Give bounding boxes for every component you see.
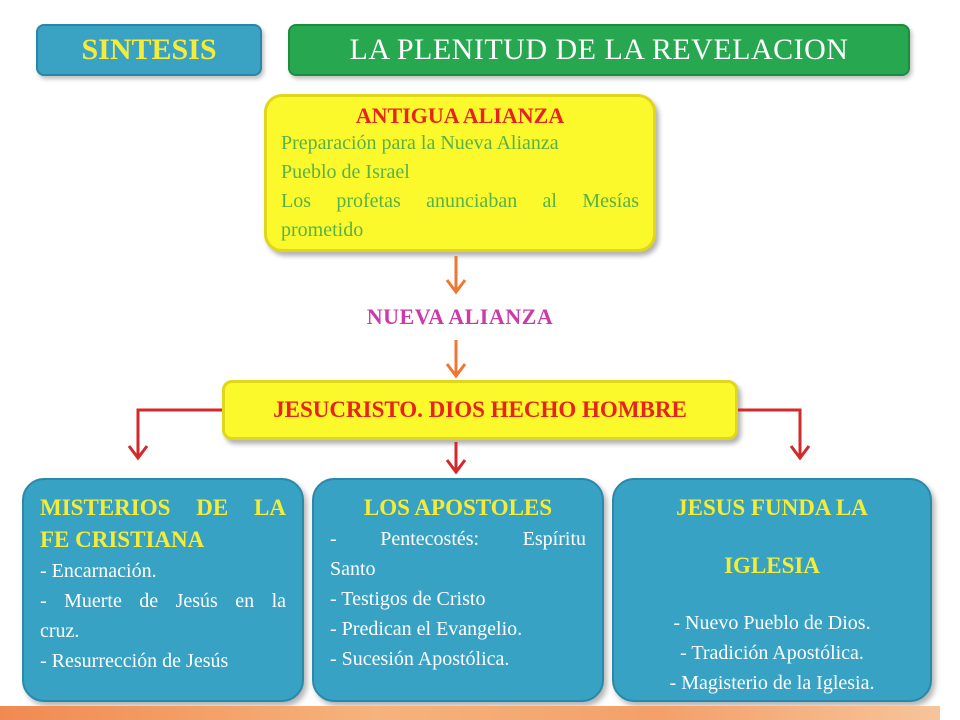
card-item: - Resurrección de Jesús xyxy=(40,650,229,672)
card-title: LOS APOSTOLES xyxy=(363,495,553,520)
card-item: - Tradición Apostólica. xyxy=(680,642,864,664)
card-title: JESUS FUNDA LA xyxy=(676,495,868,520)
jesucristo-box: JESUCRISTO. DIOS HECHO HOMBRE xyxy=(222,380,738,440)
arrow-nueva-to-jesucristo xyxy=(445,340,467,379)
decorative-bottom-strip xyxy=(0,706,940,720)
antigua-item: Preparación para la Nueva Alianza xyxy=(281,132,559,154)
synthesis-label: SINTESIS xyxy=(36,24,262,76)
card-item: cruz. xyxy=(40,620,80,642)
title-banner: LA PLENITUD DE LA REVELACION xyxy=(288,24,910,76)
card-misterios: MISTERIOS DE LA FE CRISTIANA - Encarnaci… xyxy=(22,478,304,702)
page-title: LA PLENITUD DE LA REVELACION xyxy=(349,33,849,66)
antigua-item: Los profetas anunciaban al Mesías xyxy=(281,190,639,212)
card-apostoles: LOS APOSTOLES - Pentecostés: Espíritu Sa… xyxy=(312,478,604,702)
card-title: FE CRISTIANA xyxy=(40,527,205,552)
card-item: - Muerte de Jesús en la xyxy=(40,590,286,612)
nueva-alianza-label: NUEVA ALIANZA xyxy=(366,304,554,329)
card-item: - Sucesión Apostólica. xyxy=(330,648,510,670)
card-title: IGLESIA xyxy=(724,553,820,578)
card-item: - Predican el Evangelio. xyxy=(330,618,523,640)
arrow-to-iglesia xyxy=(738,408,811,461)
arrow-antigua-to-nueva xyxy=(445,256,467,295)
antigua-alianza-title: ANTIGUA ALIANZA xyxy=(355,103,565,128)
card-item: - Pentecostés: Espíritu xyxy=(330,528,586,550)
card-item: - Magisterio de la Iglesia. xyxy=(669,672,875,694)
arrow-to-apostoles xyxy=(445,442,467,475)
card-iglesia: JESUS FUNDA LA IGLESIA - Nuevo Pueblo de… xyxy=(612,478,932,702)
antigua-item: Pueblo de Israel xyxy=(281,161,410,183)
arrow-to-misterios xyxy=(127,408,222,461)
jesucristo-label: JESUCRISTO. DIOS HECHO HOMBRE xyxy=(273,397,687,422)
card-item: - Encarnación. xyxy=(40,560,157,582)
card-title: MISTERIOS DE LA xyxy=(40,495,286,520)
synthesis-text: SINTESIS xyxy=(81,33,217,66)
card-item: - Nuevo Pueblo de Dios. xyxy=(673,612,871,634)
antigua-item: prometido xyxy=(281,219,364,241)
card-item: - Testigos de Cristo xyxy=(330,588,486,610)
card-item: Santo xyxy=(330,558,376,580)
antigua-alianza-box: ANTIGUA ALIANZA Preparación para la Nuev… xyxy=(264,94,656,252)
